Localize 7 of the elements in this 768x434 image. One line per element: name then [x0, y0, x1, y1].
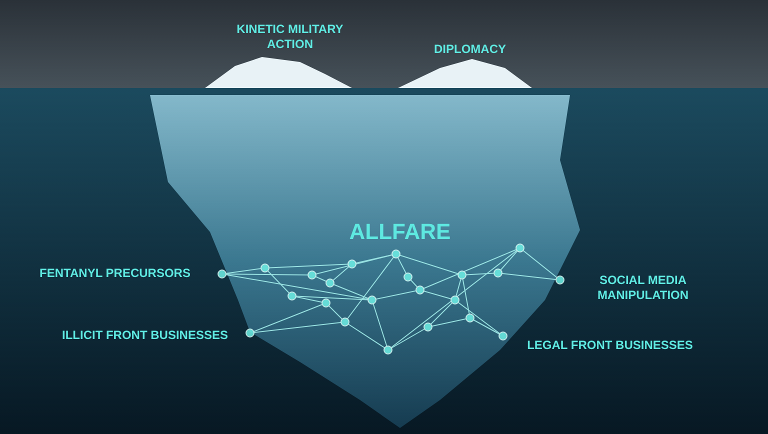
text-label: KINETIC MILITARY ACTION — [236, 22, 344, 52]
title-label: ALLFARE — [348, 219, 452, 244]
text-label: SOCIAL MEDIA MANIPULATION — [596, 273, 690, 303]
text-label: LEGAL FRONT BUSINESSES — [526, 338, 694, 353]
text-label: FENTANYL PRECURSORS — [38, 266, 192, 281]
text-label: ILLICIT FRONT BUSINESSES — [60, 328, 229, 343]
text-label: DIPLOMACY — [433, 42, 507, 57]
